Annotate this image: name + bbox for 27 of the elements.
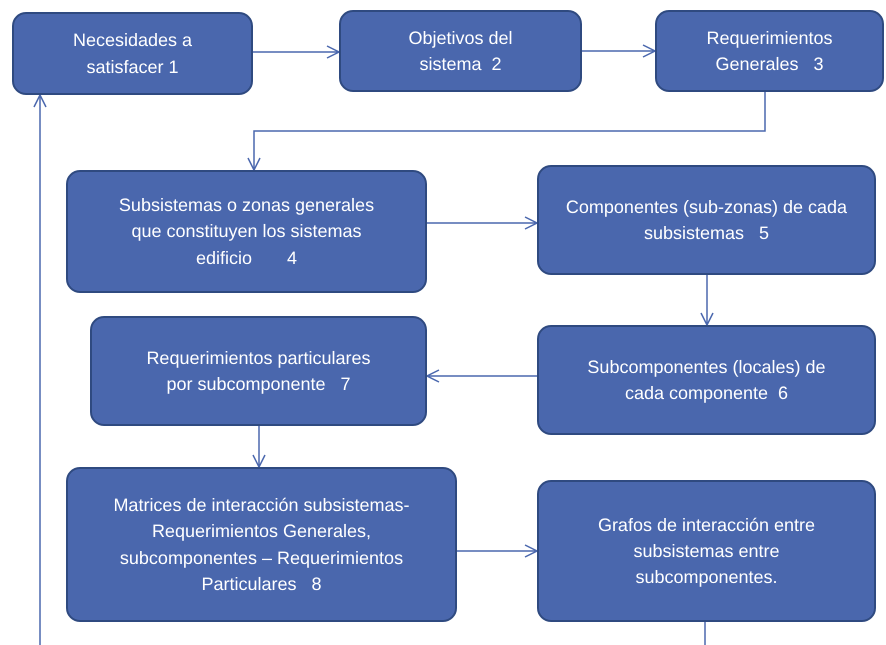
box-text: Matrices de interacción subsistemas- Requerimientos Generales, subcomponentes – Requerimientos Particulares 8 [112,494,411,596]
process-box [537,325,876,435]
process-box [12,12,253,95]
arrow [33,94,47,645]
process-box [66,170,427,293]
arrow [582,44,656,58]
box-text: Subsistemas o zonas generales que constituyen los sistemas edificio 4 [118,194,376,270]
process-box [655,10,884,92]
box-text: Componentes (sub-zonas) de cada subsistemas 5 [564,196,848,245]
process-box [537,165,876,275]
arrow [252,426,266,468]
process-box [537,480,876,622]
box-text: Necesidades a satisfacer 1 [72,29,194,78]
arrow [457,544,538,558]
arrow [700,275,714,326]
box-text: Requerimientos particulares por subcomponente 7 [145,346,372,396]
arrow [247,92,766,171]
box-text: Requerimientos Generales 3 [705,26,834,76]
box-text: Subcomponentes (locales) de cada componente 6 [586,356,827,405]
process-box [66,467,457,622]
arrow [253,45,340,59]
arrow [426,369,537,383]
process-box [90,316,427,426]
box-text: Objetivos del sistema 2 [407,26,514,76]
box-text: Grafos de interacción entre subsistemas entre subcomponentes. [596,514,816,590]
arrow [427,216,538,230]
process-box [339,10,582,92]
